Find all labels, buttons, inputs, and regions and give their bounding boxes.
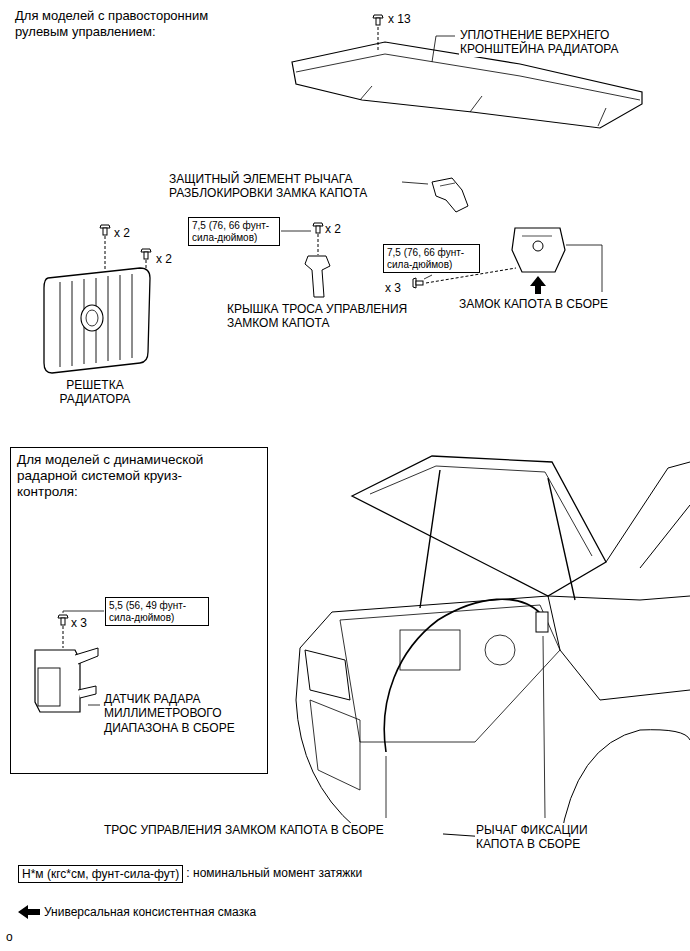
variant-panel: Для моделей с динамической радарной сист… bbox=[10, 447, 268, 774]
node-text: Для моделей с динамической радарной сист… bbox=[11, 448, 238, 505]
leader-line bbox=[402, 182, 428, 184]
node-text: 5,5 (56, 49 фунт-сила-дюймов) bbox=[109, 600, 205, 623]
leader-line bbox=[432, 36, 455, 62]
radar-sensor bbox=[38, 668, 60, 706]
vehicle bbox=[352, 456, 606, 596]
quantity-label: x 13 bbox=[387, 12, 412, 26]
hood-lock bbox=[413, 228, 565, 288]
vehicle bbox=[485, 635, 515, 665]
torque-spec-box: 5,5 (56, 49 фунт-сила-дюймов) bbox=[105, 597, 209, 626]
radiator-grille bbox=[44, 268, 150, 373]
radar-sensor bbox=[63, 626, 64, 648]
vehicle bbox=[340, 605, 560, 742]
radiator-seal bbox=[360, 86, 606, 126]
hood-lock bbox=[413, 278, 423, 288]
radiator-grille bbox=[60, 274, 132, 367]
bolt-symbol bbox=[378, 27, 379, 50]
leader-line bbox=[281, 231, 311, 232]
vehicle bbox=[384, 599, 541, 752]
cable-cover bbox=[313, 223, 323, 233]
torque-spec-box: 7,5 (76, 66 фунт-сила-дюймов) bbox=[188, 217, 280, 246]
cable-cover bbox=[305, 256, 330, 297]
lever-protector bbox=[432, 178, 468, 212]
radiator-seal bbox=[296, 54, 640, 100]
quantity-label: x 2 bbox=[324, 222, 342, 236]
page-mark: o bbox=[5, 930, 14, 944]
quantity-label: x 3 bbox=[384, 281, 402, 295]
leader-line bbox=[566, 245, 602, 292]
part-name: ЗАЩИТНЫЙ ЭЛЕМЕНТ РЫЧАГА РАЗБЛОКИРОВКИ ЗА… bbox=[168, 172, 398, 201]
radiator-grille bbox=[86, 310, 98, 326]
vehicle bbox=[560, 730, 690, 842]
quantity-label: x 2 bbox=[155, 252, 173, 266]
hood-lock bbox=[533, 241, 543, 251]
vehicle bbox=[300, 596, 690, 648]
radiator-grille bbox=[146, 260, 147, 268]
leader-line bbox=[424, 275, 432, 279]
radiator-grille bbox=[81, 305, 103, 331]
quantity-label: x 2 bbox=[113, 226, 131, 240]
radiator-seal bbox=[292, 42, 642, 128]
hood-lock bbox=[512, 228, 565, 272]
radiator-seal bbox=[292, 42, 642, 128]
part-name: ДАТЧИК РАДАРА МИЛЛИМЕТРОВОГО ДИАПАЗОНА В… bbox=[103, 692, 258, 735]
part-name: РЫЧАГ ФИКСАЦИИ КАПОТА В СБОРЕ bbox=[475, 823, 610, 852]
radiator-grille bbox=[105, 236, 106, 270]
legend-text: : номинальный момент затяжки bbox=[186, 866, 362, 880]
radar-sensor bbox=[58, 615, 68, 625]
radar-sensor bbox=[35, 615, 98, 712]
radar-sensor bbox=[35, 650, 80, 712]
part-name: УПЛОТНЕНИЕ ВЕРХНЕГО КРОНШТЕЙНА РАДИАТОРА bbox=[459, 28, 654, 57]
cable-cover bbox=[305, 223, 330, 297]
hood-lock bbox=[522, 236, 552, 237]
vehicle bbox=[548, 596, 690, 700]
torque-spec-box: 7,5 (76, 66 фунт-сила-дюймов) bbox=[383, 244, 480, 273]
grease-arrow bbox=[530, 276, 546, 294]
radiator-grille bbox=[100, 225, 110, 235]
leader-line bbox=[88, 705, 100, 706]
vehicle bbox=[296, 648, 560, 842]
node-text: 7,5 (76, 66 фунт-сила-дюймов) bbox=[192, 220, 276, 243]
vehicle bbox=[370, 466, 592, 556]
legend-key-box: Н*м (кгс*см, фунт-сила-фут) bbox=[18, 865, 183, 883]
vehicle bbox=[420, 470, 575, 608]
part-name: РЕШЕТКА РАДИАТОРА bbox=[40, 378, 150, 407]
node-text: Н*м (кгс*см, фунт-сила-фут) bbox=[22, 867, 179, 881]
leader-line bbox=[63, 611, 104, 613]
node-text: 7,5 (76, 66 фунт-сила-дюймов) bbox=[387, 247, 476, 270]
part-name: КРЫШКА ТРОСА УПРАВЛЕНИЯ ЗАМКОМ КАПОТА bbox=[226, 302, 431, 331]
vehicle bbox=[310, 700, 360, 790]
legend-text: Универсальная консистентная смазка bbox=[44, 905, 256, 919]
section-heading: Для моделей с правосторонним рулевым упр… bbox=[14, 8, 229, 39]
bolt-symbol bbox=[373, 15, 383, 25]
bolt-symbol bbox=[373, 15, 383, 50]
lever-protector bbox=[440, 183, 455, 186]
legend-arrow bbox=[18, 905, 40, 919]
vehicle bbox=[606, 462, 690, 568]
leader-line bbox=[543, 636, 545, 818]
radiator-grille bbox=[141, 249, 151, 259]
radar-sensor bbox=[75, 648, 98, 698]
radiator-grille bbox=[44, 225, 151, 373]
hood-lock bbox=[426, 268, 516, 283]
vehicle bbox=[305, 650, 350, 700]
cable-cover bbox=[318, 234, 319, 255]
lever-protector bbox=[432, 178, 468, 212]
part-name: ТРОС УПРАВЛЕНИЯ ЗАМКОМ КАПОТА В СБОРЕ bbox=[103, 823, 443, 837]
vehicle bbox=[536, 612, 548, 632]
leader-line bbox=[386, 756, 387, 818]
quantity-label: x 3 bbox=[70, 616, 88, 630]
part-name: ЗАМОК КАПОТА В СБОРЕ bbox=[458, 297, 668, 311]
vehicle bbox=[296, 456, 690, 842]
